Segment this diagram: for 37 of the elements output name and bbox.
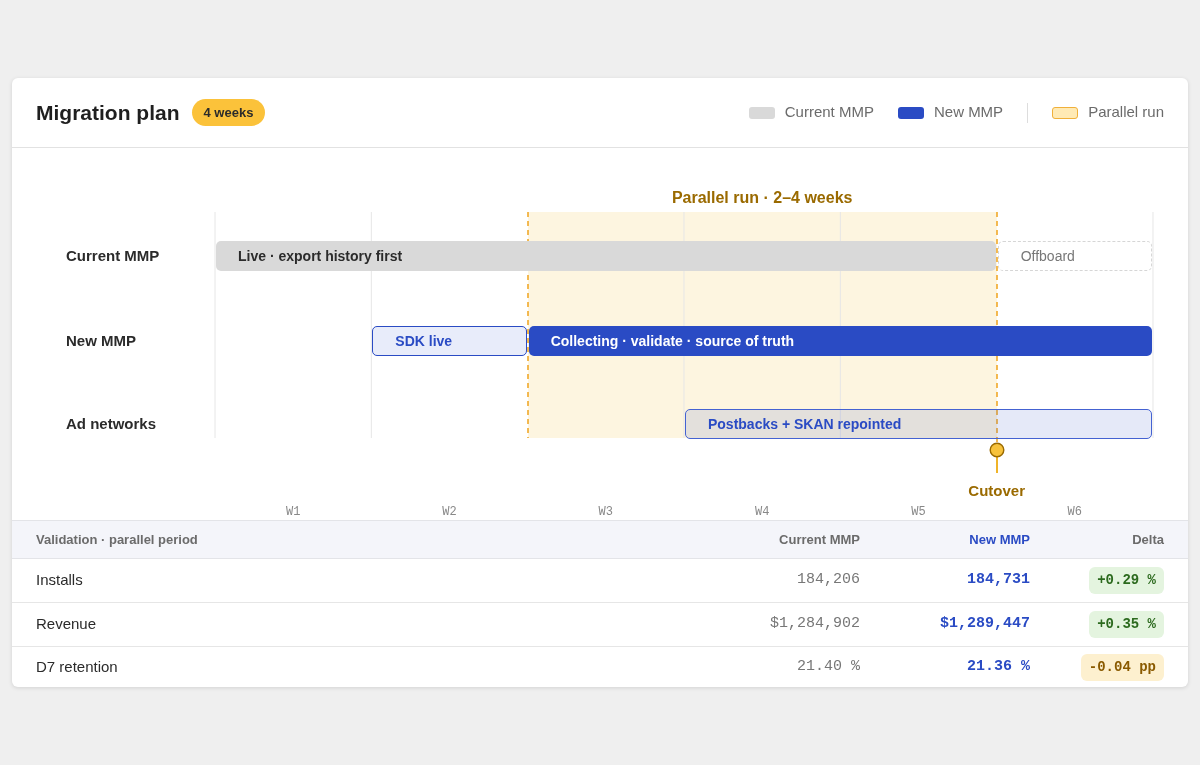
legend-label: Parallel run xyxy=(1088,102,1164,123)
week-label: W4 xyxy=(754,504,770,520)
column-header: Current MMP xyxy=(778,530,860,549)
column-header: New MMP xyxy=(968,530,1030,549)
column-header: Validation · parallel period xyxy=(36,530,199,549)
band-title: Parallel run · 2–4 weeks xyxy=(671,188,853,208)
diagram-title: Migration plan xyxy=(36,99,180,126)
metric-value: $1,284,902 xyxy=(769,614,860,635)
week-label: W1 xyxy=(285,504,301,520)
metric-value: 184,206 xyxy=(796,570,860,591)
row-label: New MMP xyxy=(66,331,136,351)
metric-value: 21.40 % xyxy=(796,656,860,677)
row-label: Ad networks xyxy=(66,414,156,434)
delta-badge: +0.35 % xyxy=(1089,611,1164,638)
timeline-bar: Live · export history first xyxy=(216,241,996,271)
metric-value: 184,731 xyxy=(966,570,1030,591)
delta-badge: -0.04 pp xyxy=(1080,653,1164,681)
delta-badge: +0.29 % xyxy=(1089,567,1164,594)
legend-label: New MMP xyxy=(933,102,1004,123)
week-label: W5 xyxy=(911,504,926,520)
week-label: W3 xyxy=(598,504,613,520)
timeline-bar: Postbacks + SKAN repointed xyxy=(685,409,1152,439)
legend-label: Current MMP xyxy=(784,102,874,123)
metric-name: D7 retention xyxy=(36,656,119,677)
metric-value: $1,289,447 xyxy=(939,614,1030,635)
duration-badge: 4 weeks xyxy=(191,98,266,127)
metric-value: 21.36 % xyxy=(966,656,1030,677)
timeline-bar: Collecting · validate · source of truth xyxy=(528,326,1152,356)
row-label: Current MMP xyxy=(66,246,160,266)
column-header: Delta xyxy=(1131,530,1164,549)
timeline-bar: SDK live xyxy=(372,326,527,356)
timeline-bar: Offboard xyxy=(997,241,1152,271)
week-label: W2 xyxy=(442,504,457,520)
metric-name: Installs xyxy=(36,570,84,591)
metric-name: Revenue xyxy=(36,614,98,635)
week-label: W6 xyxy=(1067,504,1082,520)
milestone-label: Cutover xyxy=(968,481,1025,501)
